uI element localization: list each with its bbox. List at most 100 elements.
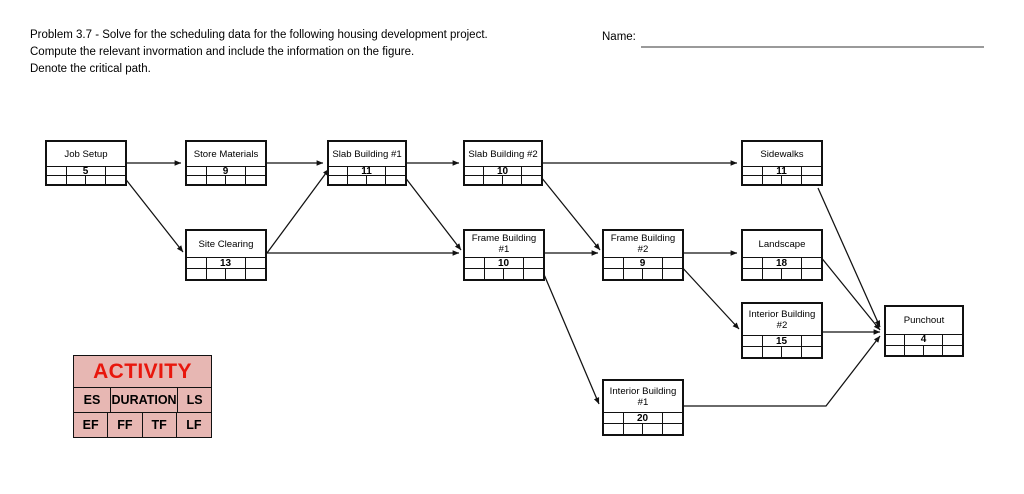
activity-cell-es-interior-building-2[interactable] (743, 336, 763, 346)
activity-cell-ff-interior-building-2[interactable] (763, 347, 782, 357)
activity-cell-es-slab-building-2[interactable] (465, 167, 484, 175)
activity-cell-ff-store-materials[interactable] (207, 176, 226, 184)
activity-cell-tf-frame-building-2[interactable] (643, 269, 663, 279)
activity-row-es-duration-ls-sidewalks: 11 (743, 167, 821, 176)
activity-cell-ef-frame-building-1[interactable] (465, 269, 485, 279)
activity-cell-ff-frame-building-1[interactable] (485, 269, 504, 279)
problem-line-2: Compute the relevant invormation and inc… (30, 46, 415, 58)
activity-cell-ls-interior-building-1[interactable] (663, 413, 683, 423)
activity-cell-ls-frame-building-2[interactable] (663, 258, 683, 268)
activity-cell-ef-frame-building-2[interactable] (604, 269, 624, 279)
name-input-rule[interactable] (641, 46, 984, 48)
activity-cell-lf-landscape[interactable] (802, 269, 822, 279)
activity-cell-lf-frame-building-2[interactable] (663, 269, 683, 279)
activity-cell-ff-slab-building-1[interactable] (348, 176, 367, 184)
activity-cell-ff-punchout[interactable] (905, 345, 924, 355)
activity-cell-lf-punchout[interactable] (943, 346, 962, 356)
activity-cell-ls-interior-building-2[interactable] (802, 336, 822, 346)
activity-cell-ls-sidewalks[interactable] (802, 167, 822, 175)
activity-cell-tf-slab-building-1[interactable] (367, 176, 386, 184)
activity-cell-ef-store-materials[interactable] (187, 176, 207, 184)
activity-cell-es-slab-building-1[interactable] (329, 167, 348, 175)
activity-cell-ef-interior-building-2[interactable] (743, 347, 763, 357)
activity-cell-es-sidewalks[interactable] (743, 167, 763, 175)
activity-cell-tf-interior-building-2[interactable] (782, 347, 802, 357)
activity-cell-es-site-clearing[interactable] (187, 258, 207, 268)
activity-cell-tf-site-clearing[interactable] (226, 269, 246, 279)
activity-cell-es-frame-building-2[interactable] (604, 258, 624, 268)
activity-cell-ff-sidewalks[interactable] (763, 176, 782, 184)
activity-cell-tf-frame-building-1[interactable] (504, 269, 524, 279)
activity-cell-tf-punchout[interactable] (924, 345, 943, 355)
activity-cell-ls-landscape[interactable] (802, 258, 822, 268)
activity-cell-tf-store-materials[interactable] (226, 176, 246, 184)
activity-cell-es-interior-building-1[interactable] (604, 413, 624, 423)
activity-cell-ls-slab-building-2[interactable] (522, 167, 541, 175)
activity-cell-tf-job-setup[interactable] (86, 176, 106, 184)
activity-title-landscape: Landscape (743, 231, 821, 258)
activity-row-ef-ff-tf-lf-interior-building-2 (743, 347, 821, 357)
activity-cell-ef-punchout[interactable] (886, 345, 905, 355)
activity-cell-tf-interior-building-1[interactable] (643, 424, 663, 434)
activity-cell-ls-slab-building-1[interactable] (386, 167, 405, 175)
activity-cell-lf-slab-building-2[interactable] (522, 176, 541, 184)
activity-cell-ls-frame-building-1[interactable] (524, 258, 544, 268)
activity-cell-tf-slab-building-2[interactable] (503, 176, 522, 184)
activity-cell-tf-sidewalks[interactable] (782, 176, 802, 184)
activity-cell-lf-frame-building-1[interactable] (524, 269, 544, 279)
activity-cell-lf-slab-building-1[interactable] (386, 176, 405, 184)
activity-cell-es-punchout[interactable] (886, 335, 905, 345)
activity-row-es-duration-ls-landscape: 18 (743, 258, 821, 269)
activity-cell-lf-interior-building-1[interactable] (663, 424, 683, 434)
activity-cell-ff-landscape[interactable] (763, 269, 782, 279)
activity-cell-duration-store-materials: 9 (207, 167, 246, 175)
activity-cell-ef-slab-building-2[interactable] (465, 176, 484, 184)
activity-cell-ef-site-clearing[interactable] (187, 269, 207, 279)
activity-cell-ff-job-setup[interactable] (67, 176, 86, 184)
activity-cell-ff-site-clearing[interactable] (207, 269, 226, 279)
activity-row-ef-ff-tf-lf-landscape (743, 269, 821, 279)
activity-cell-lf-sidewalks[interactable] (802, 176, 822, 184)
legend-cell-duration: DURATION (111, 388, 179, 412)
activity-cell-ff-slab-building-2[interactable] (484, 176, 503, 184)
activity-cell-lf-job-setup[interactable] (106, 176, 126, 184)
activity-cell-lf-store-materials[interactable] (246, 176, 266, 184)
activity-cell-es-job-setup[interactable] (47, 167, 67, 175)
activity-title-interior-building-2: Interior Building #2 (743, 304, 821, 336)
activity-cell-ef-slab-building-1[interactable] (329, 176, 348, 184)
activity-cell-ls-site-clearing[interactable] (246, 258, 266, 268)
activity-row-es-duration-ls-interior-building-2: 15 (743, 336, 821, 347)
legend-row-top: ES DURATION LS (74, 388, 211, 413)
activity-cell-es-landscape[interactable] (743, 258, 763, 268)
activity-cell-ls-punchout[interactable] (943, 335, 962, 345)
activity-cell-es-store-materials[interactable] (187, 167, 207, 175)
problem-line-3: Denote the critical path. (30, 63, 151, 75)
activity-cell-lf-interior-building-2[interactable] (802, 347, 822, 357)
activity-title-site-clearing: Site Clearing (187, 231, 265, 258)
activity-cell-ef-interior-building-1[interactable] (604, 424, 624, 434)
activity-cell-lf-site-clearing[interactable] (246, 269, 266, 279)
activity-cell-es-frame-building-1[interactable] (465, 258, 485, 268)
activity-cell-ef-job-setup[interactable] (47, 176, 67, 184)
activity-cell-ff-interior-building-1[interactable] (624, 424, 643, 434)
activity-cell-ls-job-setup[interactable] (106, 167, 126, 175)
activity-cell-ff-frame-building-2[interactable] (624, 269, 643, 279)
edge-slab-building-1-frame-building-1 (400, 171, 462, 251)
activity-cell-ls-store-materials[interactable] (246, 167, 266, 175)
activity-cell-ef-landscape[interactable] (743, 269, 763, 279)
activity-cell-ef-sidewalks[interactable] (743, 176, 763, 184)
activity-cell-tf-landscape[interactable] (782, 269, 802, 279)
activity-row-es-duration-ls-frame-building-2: 9 (604, 258, 682, 269)
